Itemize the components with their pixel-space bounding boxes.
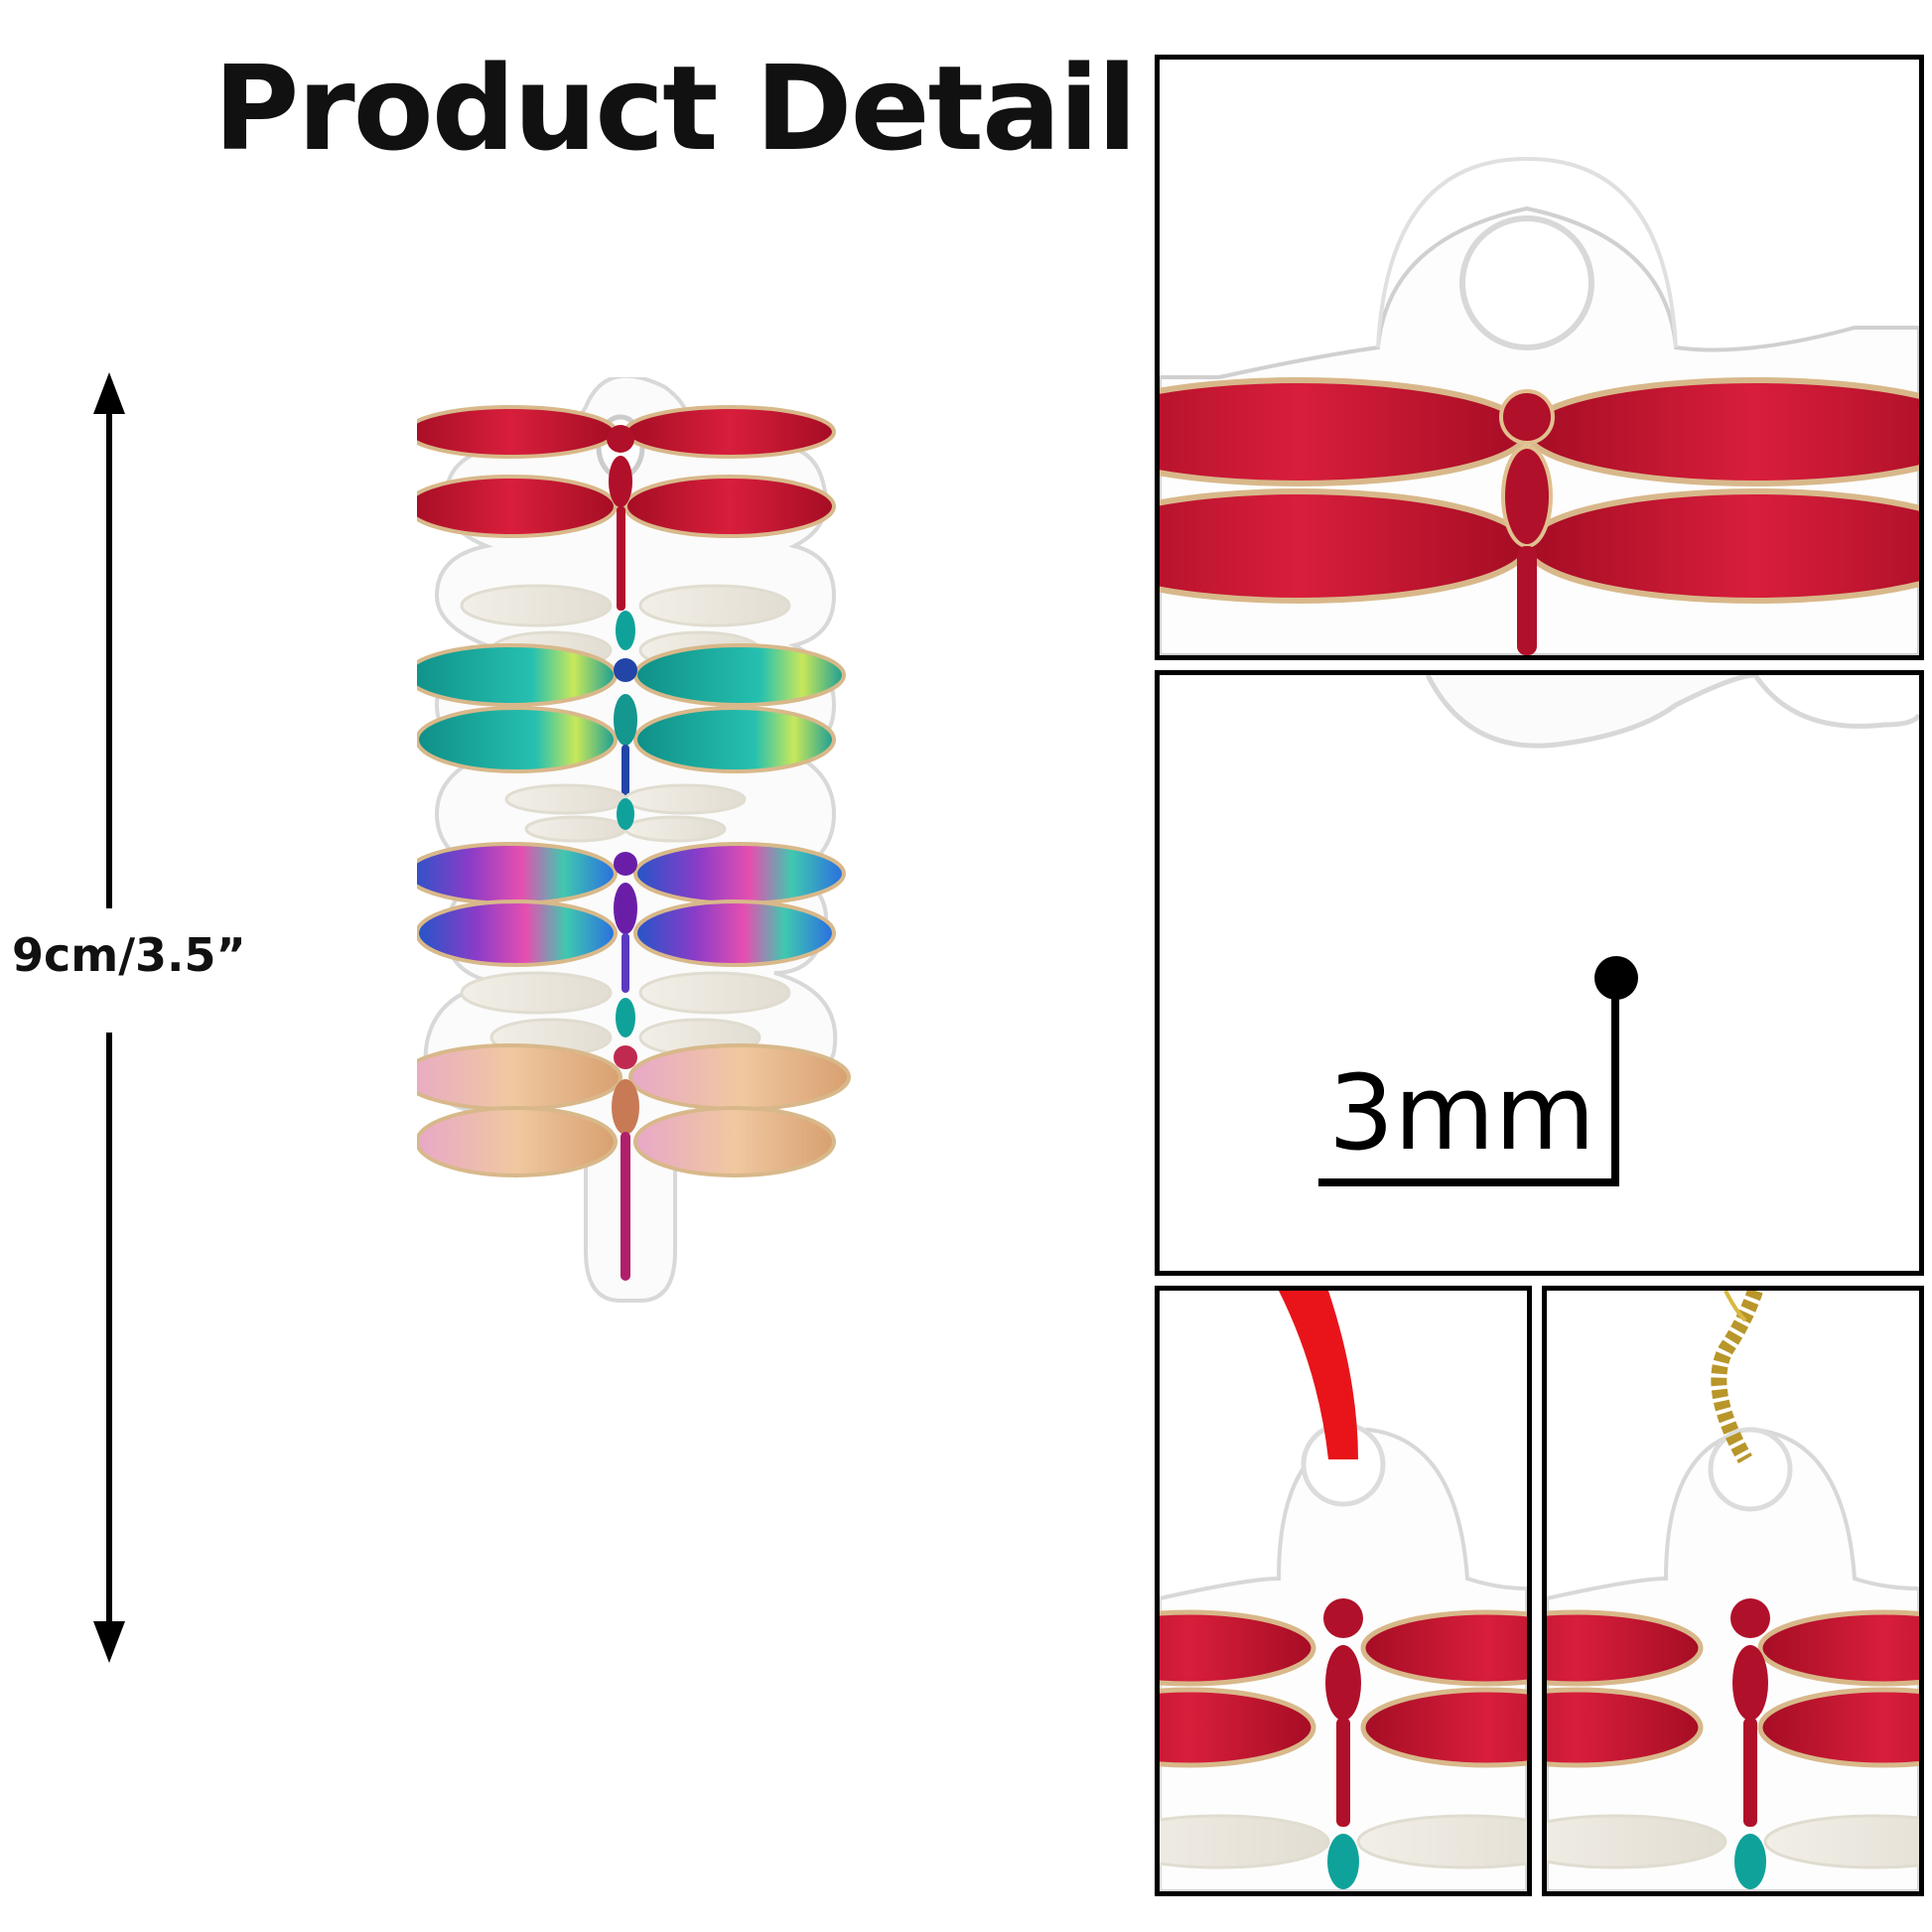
dragonfly-icon xyxy=(417,643,846,804)
dragonfly-icon xyxy=(417,842,846,993)
height-dimension-label: 9cm/3.5” xyxy=(12,928,246,982)
dragonfly-icon xyxy=(417,1043,851,1281)
ribbon-icon xyxy=(1279,1291,1358,1459)
height-arrow xyxy=(93,372,125,1663)
page-title: Product Detail xyxy=(213,40,1138,177)
dragonfly-icon xyxy=(1547,1598,1919,1889)
arrow-down-icon xyxy=(93,1621,125,1663)
dragonfly-icon xyxy=(1160,1598,1527,1889)
gold-string-hanger-panel xyxy=(1542,1286,1924,1896)
thickness-panel: 3mm xyxy=(1155,670,1924,1276)
gold-string-icon xyxy=(1711,1291,1763,1463)
closeup-top-panel xyxy=(1155,55,1924,660)
dragonfly-icon xyxy=(504,783,747,843)
ribbon-hanger-panel xyxy=(1155,1286,1532,1896)
dragonfly-icon xyxy=(417,405,836,611)
ornament-image xyxy=(417,377,851,1303)
arrow-up-icon xyxy=(93,372,125,414)
dragonfly-icon xyxy=(1160,377,1919,655)
thickness-label: 3mm xyxy=(1328,1052,1595,1173)
